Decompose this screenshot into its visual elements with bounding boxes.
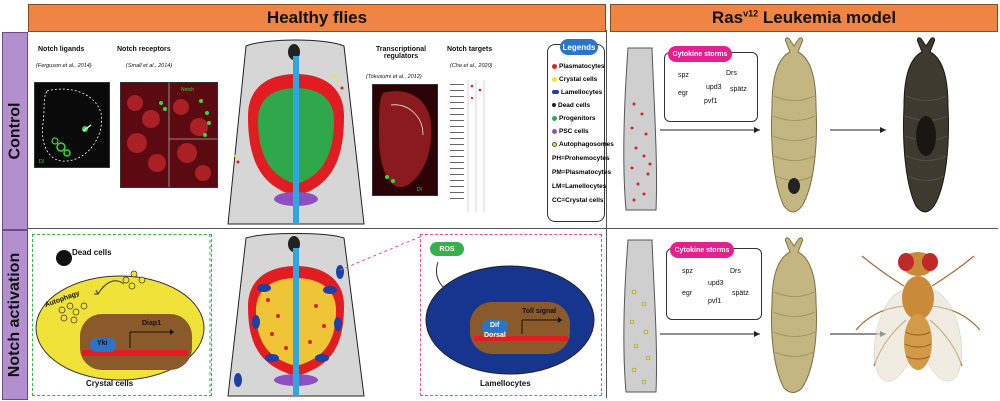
row-control-label: Control (6, 102, 23, 160)
legend-pm: PM=Plasmatocytes (552, 169, 612, 176)
divider-horizontal (28, 228, 998, 229)
legend-lm: LM=Lamellocytes (552, 183, 607, 190)
cyt-drs-bottom: Drs (730, 268, 741, 275)
svg-text:Notch: Notch (181, 87, 194, 93)
targets-title: Notch targets (447, 46, 493, 53)
cytokine-storm-badge-top: Cytokine storms (668, 46, 732, 62)
cytokine-storm-badge-bottom: Cytokine storms (670, 242, 734, 258)
cytokine-storm-title-bottom: Cytokine storms (674, 246, 730, 254)
lamellocyte-panel-frame (420, 234, 602, 396)
svg-text:Dl: Dl (39, 159, 44, 165)
leukemia-lymph-gland-control (623, 47, 658, 211)
legend-ph: PH=Prohemocytes (552, 155, 610, 162)
cytokine-box-bottom (666, 248, 762, 320)
crystal-cell-diagram (35, 250, 205, 381)
divider-vertical (606, 30, 607, 398)
header-healthy: Healthy flies (28, 4, 606, 32)
autophagosome-icon (552, 141, 557, 147)
healthy-lymph-gland-notch (227, 233, 365, 397)
pupa-light-bottom (771, 237, 817, 393)
legend-lamellocytes: Lamellocytes (552, 89, 602, 96)
cyt-spatz-top: spätz (730, 86, 747, 93)
dead-cell-icon (552, 103, 556, 108)
cytokine-storm-title-top: Cytokine storms (672, 50, 728, 58)
cyt-spz-bottom: spz (682, 268, 693, 275)
header-leukemia-label: Rasv12 Leukemia model (711, 8, 897, 27)
connector-lines (209, 234, 423, 394)
toll-signal-label: Toll signal (522, 308, 557, 315)
legend-progenitors: Progenitors (552, 115, 595, 122)
crystal-cells-label: Crystal cells (86, 379, 134, 388)
cyt-upd3-bottom: upd3 (708, 280, 724, 287)
ligands-micrograph: Dl (34, 82, 110, 168)
ligands-title: Notch ligands (38, 46, 85, 53)
dead-cells-label: Dead cells (72, 248, 112, 257)
targets-heatmap (450, 80, 485, 212)
cyt-spz-top: spz (678, 72, 689, 79)
adult-fly (855, 252, 981, 382)
cyt-pvf1-bottom: pvf1 (708, 298, 722, 305)
crystal-panel-frame (32, 234, 212, 396)
pupa-dark-top (903, 37, 949, 213)
legend-cc: CC=Crystal cells (552, 197, 604, 204)
legend-autophagosomes: Autophagosomes (552, 141, 614, 148)
progenitor-dot-icon (552, 115, 557, 121)
legend-psc: PSC cells (552, 128, 589, 135)
regulators-title: Transcriptional regulators (375, 46, 427, 60)
legend-dead: Dead cells (552, 102, 590, 109)
header-healthy-label: Healthy flies (266, 8, 368, 27)
receptors-cite: (Small et al., 2014) (126, 63, 173, 69)
lamellocytes-label: Lamellocytes (480, 379, 531, 388)
ligands-cite: (Ferguson et al., 2014) (36, 63, 92, 69)
leukemia-lymph-gland-notch (623, 239, 658, 393)
lamellocyte-oval-icon (552, 90, 559, 95)
row-notch: Notch activation (2, 230, 28, 400)
legend-title: Legends (560, 39, 598, 55)
crystal-dot-icon (552, 76, 557, 82)
row-control: Control (2, 32, 28, 230)
pupa-light-top (771, 37, 817, 213)
cyt-upd3-top: upd3 (706, 84, 722, 91)
targets-cite: (Cho et al., 2020) (450, 63, 493, 69)
regulators-cite: (Tokusumi et al., 2012) (366, 74, 422, 80)
row-notch-label: Notch activation (6, 252, 23, 378)
svg-text:Dl: Dl (417, 187, 422, 193)
cyt-drs-top: Drs (726, 70, 737, 77)
legend-crystal: Crystal cells (552, 76, 597, 83)
ros-label: ROS (439, 245, 455, 253)
arrows-top (660, 127, 886, 133)
lamellocyte-diagram (425, 261, 595, 375)
yki-label: Yki (97, 340, 108, 347)
cyt-spatz-bottom: spätz (732, 290, 749, 297)
dif-label: Dif (490, 322, 500, 329)
ros-badge: ROS (430, 242, 464, 256)
diap1-label: Diap1 (142, 320, 162, 327)
regulators-micrograph: Dl (372, 84, 438, 196)
psc-dot-icon (552, 128, 557, 134)
plasmatocyte-dot-icon (552, 63, 557, 69)
dorsal-label: Dorsal (484, 332, 506, 339)
cyt-pvf1-top: pvf1 (704, 98, 718, 105)
legend-plasmatocytes: Plasmatocytes (552, 63, 605, 70)
legend-box: Legends Plasmatocytes Crystal cells Lame… (547, 39, 614, 222)
cyt-egr-top: egr (678, 90, 689, 97)
cyt-egr-bottom: egr (682, 290, 693, 297)
receptors-micrograph: Notch (120, 82, 218, 188)
header-leukemia: Rasv12 Leukemia model (610, 4, 998, 32)
healthy-lymph-gland-control (227, 39, 365, 225)
receptors-title: Notch receptors (117, 46, 171, 53)
